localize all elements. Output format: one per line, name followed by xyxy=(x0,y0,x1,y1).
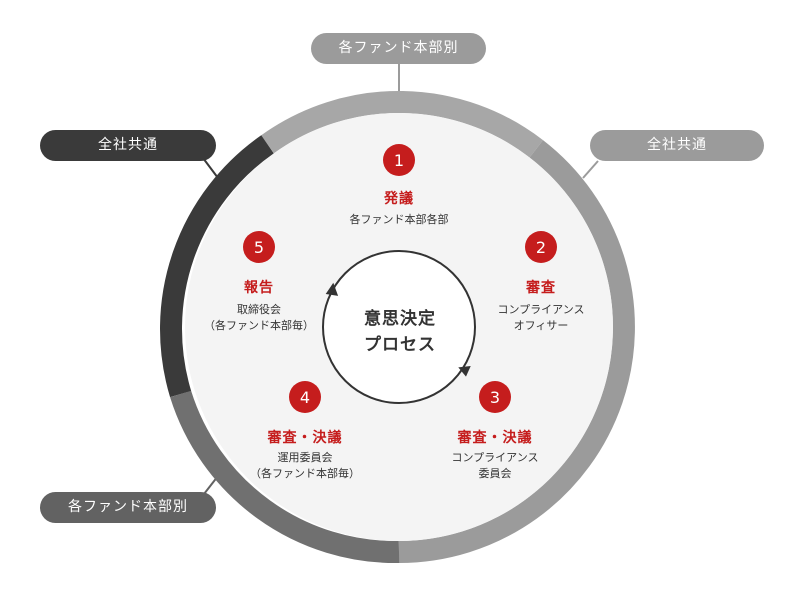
label-top-right-company-wide: 全社共通 xyxy=(590,130,764,161)
center-label: 意思決定 プロセス xyxy=(340,306,460,358)
step-5-title: 報告 xyxy=(244,280,274,296)
step-2-title: 審査 xyxy=(526,280,556,296)
ring-segment-bottom-left xyxy=(170,390,400,564)
step-2-sub2: オフィサー xyxy=(513,319,569,332)
svg-text:5: 5 xyxy=(254,238,264,257)
step-3-sub1: コンプライアンス xyxy=(451,451,539,464)
connector-top-left xyxy=(202,157,219,179)
step-badge-5: 5 xyxy=(243,231,275,263)
step-badge-2: 2 xyxy=(525,231,557,263)
step-3-title: 審査・決議 xyxy=(457,430,533,446)
ring-segment-top xyxy=(261,90,544,158)
connector-top-right xyxy=(582,160,599,179)
ring-segment-right xyxy=(398,140,635,563)
center-label-line2: プロセス xyxy=(364,335,436,355)
cycle-arrow-right-icon xyxy=(458,365,471,377)
step-3-sub2: 委員会 xyxy=(478,467,512,480)
svg-text:3: 3 xyxy=(490,388,500,407)
step-5-sub2: （各ファンド本部毎） xyxy=(204,319,314,332)
step-badge-3: 3 xyxy=(479,381,511,413)
step-2-sub1: コンプライアンス xyxy=(497,303,585,316)
label-bottom-left-fund-division: 各ファンド本部別 xyxy=(40,492,216,523)
center-label-line1: 意思決定 xyxy=(364,309,436,329)
svg-text:2: 2 xyxy=(536,238,546,257)
step-badge-1: 1 xyxy=(383,144,415,176)
step-5-sub1: 取締役会 xyxy=(237,303,281,316)
step-4-title: 審査・決議 xyxy=(267,430,343,446)
step-4-sub2: （各ファンド本部毎） xyxy=(250,467,360,480)
label-top-left-company-wide: 全社共通 xyxy=(40,130,216,161)
step-1-title: 発議 xyxy=(384,191,414,207)
step-1-sub1: 各ファンド本部各部 xyxy=(349,213,449,226)
ring-segment-left xyxy=(160,135,274,398)
step-4-sub1: 運用委員会 xyxy=(277,451,333,464)
step-badge-4: 4 xyxy=(289,381,321,413)
svg-text:1: 1 xyxy=(394,151,404,170)
center-cycle-circle xyxy=(322,250,476,404)
cycle-arrow-left-icon xyxy=(325,282,339,296)
label-top-fund-division: 各ファンド本部別 xyxy=(311,33,486,64)
svg-text:4: 4 xyxy=(300,388,310,407)
